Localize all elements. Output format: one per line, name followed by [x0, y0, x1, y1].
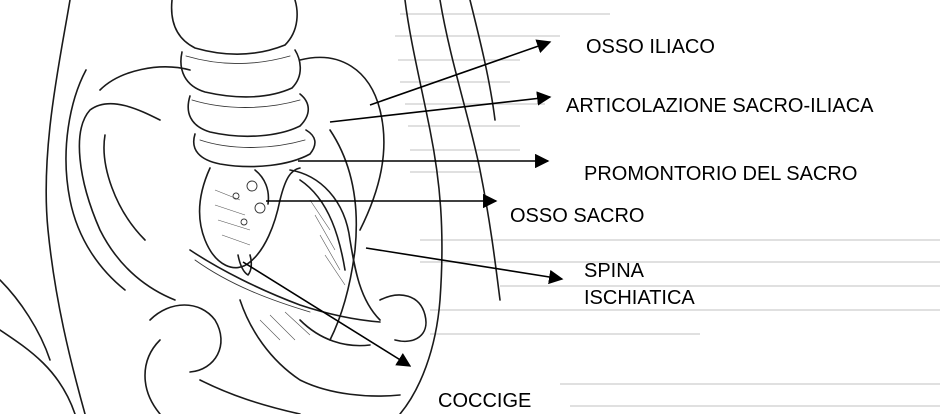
- background-text-lines: [395, 14, 940, 406]
- pelvis-illustration: [0, 0, 500, 414]
- arrow-articolazione: [330, 97, 550, 122]
- label-promontorio-del-sacro: PROMONTORIO DEL SACRO: [584, 162, 857, 186]
- arrow-osso-iliaco: [370, 42, 550, 105]
- label-osso-iliaco: OSSO ILIACO: [586, 35, 715, 59]
- label-coccige: COCCIGE: [438, 389, 531, 413]
- arrow-spina: [366, 248, 562, 279]
- label-osso-sacro: OSSO SACRO: [510, 204, 644, 228]
- label-spina-line1: SPINA: [584, 259, 644, 283]
- label-spina-line2: ISCHIATICA: [584, 286, 695, 310]
- label-articolazione-sacro-iliaca: ARTICOLAZIONE SACRO-ILIACA: [566, 94, 873, 118]
